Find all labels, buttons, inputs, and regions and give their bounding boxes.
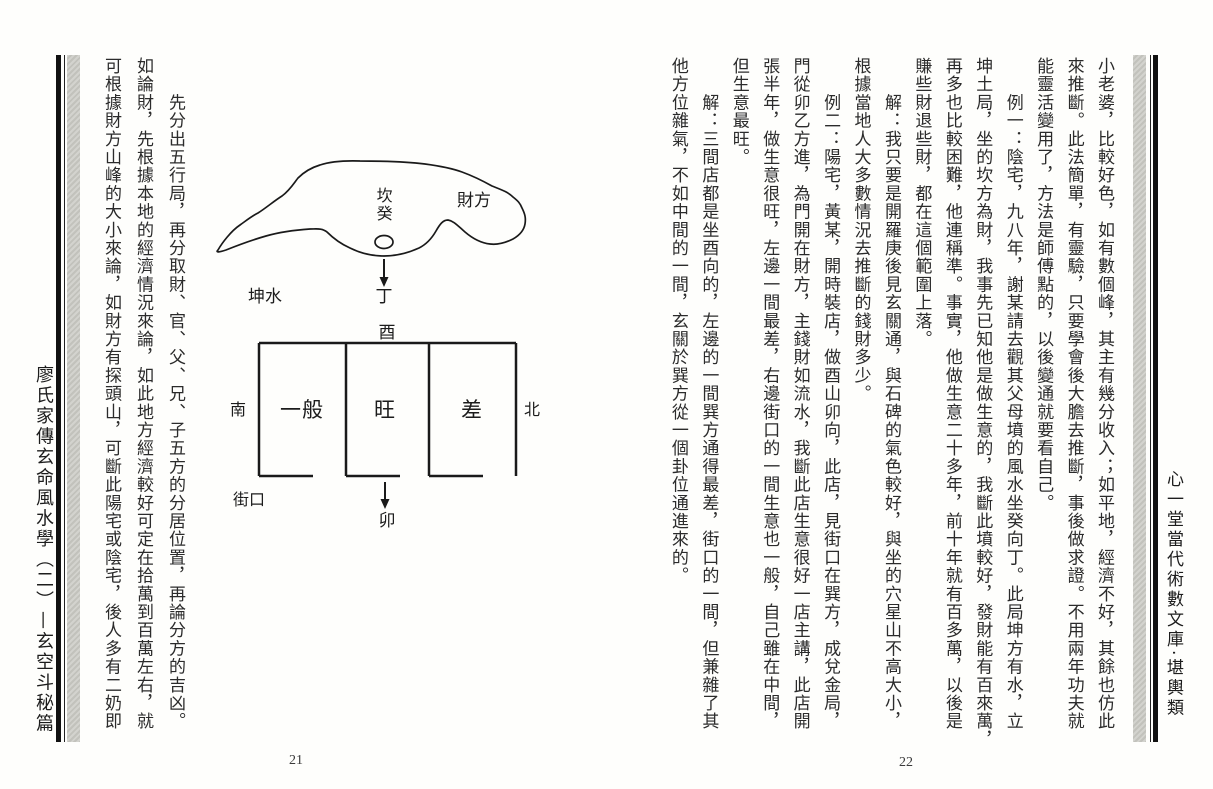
text-column: 可根據財方山峰的大小來論，如財方有探頭山，可斷此陽宅或陰宅，後人多有二奶即 bbox=[101, 57, 121, 731]
fengshui-diagram: 坎癸 財方 丁 坤水 酉 南 北 一般 旺 差 街口 卯 bbox=[200, 140, 570, 540]
left-page-text-block: 先分出五行局，再分取財、官、父、兄、子五方的分居位置，再論分方的吉凶。 如論財，… bbox=[87, 57, 185, 743]
right-border-thin-line bbox=[1149, 55, 1152, 742]
right-border-thick-line bbox=[1153, 55, 1158, 742]
street-entrance-label: 街口 bbox=[232, 490, 265, 509]
text-column: 賺些財退些財，都在這個範圍上落。 bbox=[911, 57, 932, 349]
left-page-number: 21 bbox=[289, 753, 303, 768]
right-margin-title: 心一堂當代術數文庫·堪輿類 bbox=[1163, 470, 1183, 719]
text-column: 門從卯乙方進，為門開在財方，主錢財如流水，我斷此店生意很好一店主講，此店開 bbox=[789, 57, 810, 731]
room-label-prosperous: 旺 bbox=[374, 398, 396, 422]
text-column: 根據當地人大多數情況去推斷的錢財多少。 bbox=[850, 57, 871, 403]
right-page-text-block: 小老婆，比較好色，如有數個峰，其主有幾分收入；如平地，經濟不好，其餘也仿此 來推… bbox=[655, 57, 1114, 749]
text-column: 例二：陽宅，黃某，開時裝店，做酉山卯向，此店，見街口在巽方，成兌金局， bbox=[820, 57, 841, 731]
site-sitting-label: 坎癸 bbox=[373, 187, 393, 223]
mountain-outline bbox=[216, 160, 527, 257]
text-column: 他方位雜氣，不如中間的一間，玄關於巽方從一個卦位通進來的。 bbox=[667, 57, 688, 585]
wealth-direction-label: 財方 bbox=[457, 191, 491, 211]
text-column: 來推斷。此法簡單，有靈驗，只要學會後大膽去推斷，事後做求證。不用兩年功夫就 bbox=[1063, 57, 1084, 731]
kun-water-label: 坤水 bbox=[248, 287, 282, 307]
left-border-thick-line bbox=[56, 55, 61, 742]
text-column: 解：三間店都是坐酉向的，左邊的一間巽方通得最差，街口的一間，但兼雜了其 bbox=[698, 57, 719, 731]
facing-arrowhead-shop bbox=[380, 499, 390, 509]
shop-top-direction-label: 酉 bbox=[378, 323, 396, 343]
shop-north-label: 北 bbox=[523, 400, 540, 419]
text-column: 但生意最旺。 bbox=[728, 57, 749, 167]
text-column: 小老婆，比較好色，如有數個峰，其主有幾分收入；如平地，經濟不好，其餘也仿此 bbox=[1094, 57, 1114, 731]
text-column: 解：我只要是開羅庚後見玄關通，與石碑的氣色較好，與坐的穴星山不高大小， bbox=[880, 57, 901, 731]
left-border-gray-stripe bbox=[67, 55, 80, 742]
shop-facing-label: 卯 bbox=[378, 511, 396, 531]
mountain-facing-label: 丁 bbox=[375, 287, 393, 307]
facing-arrowhead-mountain bbox=[379, 277, 389, 287]
text-column: 先分出五行局，再分取財、官、父、兄、子五方的分居位置，再論分方的吉凶。 bbox=[165, 57, 185, 731]
right-border-gray-stripe bbox=[1133, 55, 1146, 742]
left-margin-title: 廖氏家傳玄命風水學（二）—玄空斗秘篇 bbox=[33, 365, 54, 734]
room-label-poor: 差 bbox=[461, 398, 483, 422]
text-column: 再多也比較困難，他連稱準。事實，他做生意二十多年，前十年就有百多萬，以後是 bbox=[941, 57, 962, 731]
text-column: 坤土局，坐的坎方為財，我事先已知他是做生意的，我斷此墳較好，發財能有百來萬， bbox=[972, 57, 993, 749]
shop-south-label: 南 bbox=[229, 400, 246, 419]
grave-point-ellipse bbox=[374, 234, 394, 250]
text-column: 張半年，做生意很旺，左邊一間最差，右邊街口的一間生意也一般，自己雖在中間， bbox=[759, 57, 780, 731]
text-column: 例一：陰宅，九八年，謝某請去觀其父母墳的風水坐癸向丁。此局坤方有水，立 bbox=[1002, 57, 1023, 731]
diagram-shapes bbox=[216, 160, 527, 509]
right-page-number: 22 bbox=[899, 755, 913, 770]
left-border-thin-line bbox=[63, 55, 66, 742]
text-column: 如論財，先根據本地的經濟情況來論，如此地方經濟較好可定在拾萬到百萬左右，就 bbox=[133, 57, 153, 731]
room-label-average: 一般 bbox=[280, 398, 324, 422]
text-column: 能靈活變用了，方法是師傅點的，以後變通就要看自己。 bbox=[1033, 57, 1054, 512]
